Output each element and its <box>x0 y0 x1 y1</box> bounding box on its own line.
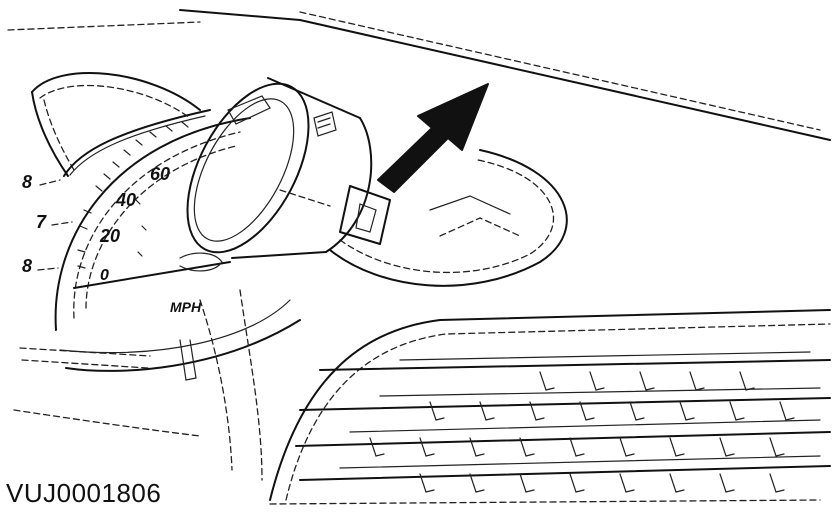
air-vent-grille <box>269 309 831 505</box>
rpm-label: 8 <box>22 256 32 276</box>
rpm-scale: 8 7 8 <box>22 172 73 276</box>
instrument-cluster-hood <box>31 71 211 177</box>
cluster-lower-trim <box>13 289 263 481</box>
dashboard-top-edge <box>7 9 831 141</box>
steering-wheel-rim <box>329 149 568 287</box>
unit-label: MPH <box>170 299 202 315</box>
rpm-label: 8 <box>22 172 32 192</box>
dial-ticks <box>77 121 189 269</box>
speed-label: 0 <box>100 267 109 284</box>
speed-label: 40 <box>115 190 136 210</box>
speed-label: 60 <box>150 164 170 184</box>
arrow-icon <box>377 83 489 193</box>
speedometer-dial <box>54 117 301 372</box>
speed-label: 20 <box>99 226 120 246</box>
figure-reference-code: VUJ0001806 <box>6 478 162 508</box>
rpm-label: 7 <box>36 212 47 232</box>
speedometer-needle <box>73 252 231 289</box>
switch-icon <box>186 77 391 259</box>
speed-scale: 60 40 20 0 <box>99 164 170 284</box>
